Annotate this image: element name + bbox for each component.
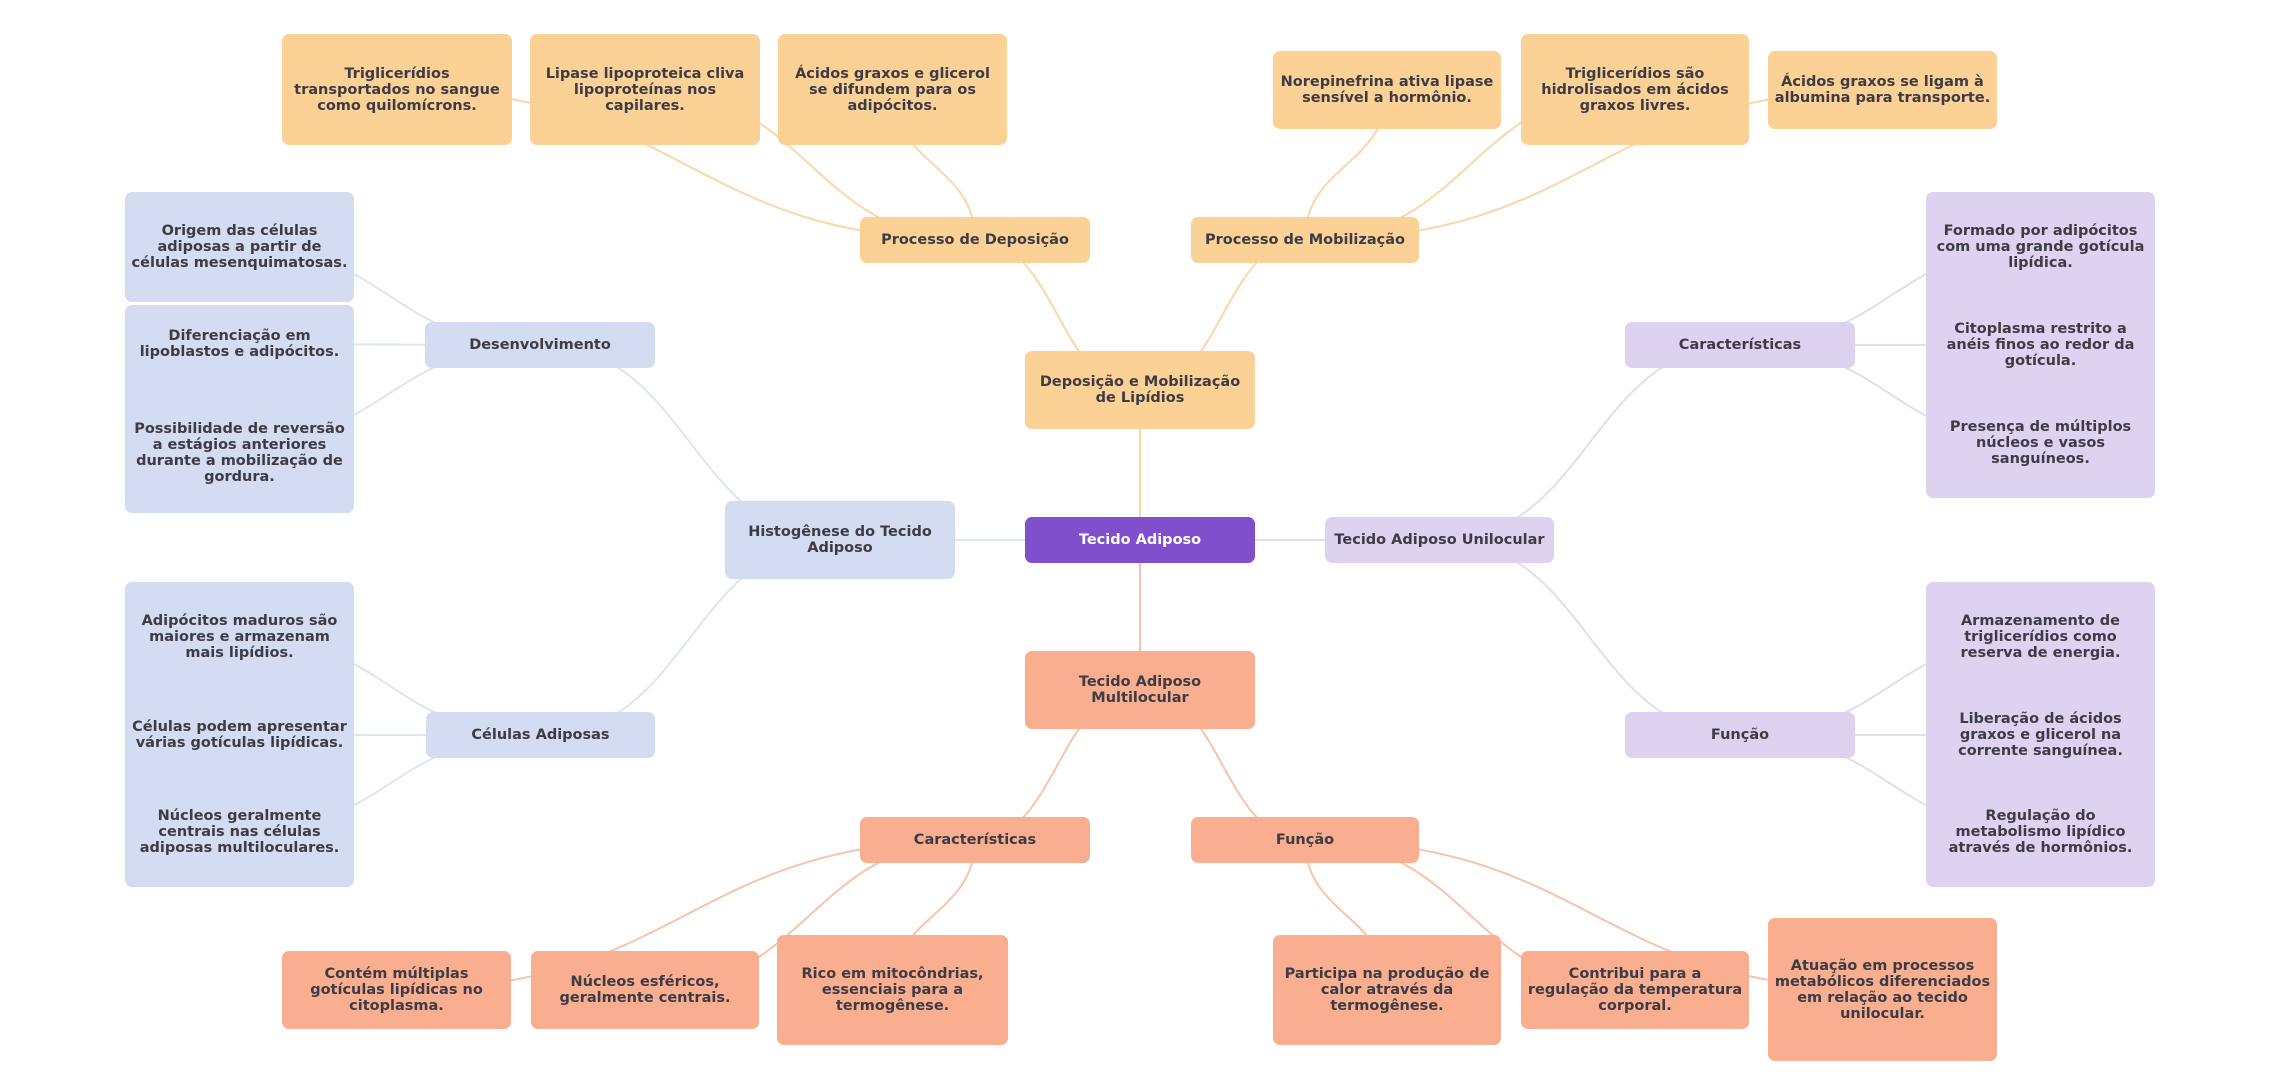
node-label: Ácidos graxos e glicerol se difundem par… xyxy=(795,65,990,114)
node-label: Contém múltiplas gotículas lipídicas no … xyxy=(310,966,483,1014)
node-label: Origem das células adiposas a partir de … xyxy=(131,223,348,271)
node-label: Características xyxy=(1678,337,1802,353)
leaf-node-mobilization-step-3[interactable]: Ácidos graxos se ligam à albumina para t… xyxy=(1768,51,1997,129)
node-label: Diferenciação em lipoblastos e adipócito… xyxy=(139,328,340,360)
leaf-node-multilocular-char-3[interactable]: Rico em mitocôndrias, essenciais para a … xyxy=(777,935,1008,1045)
leaf-node-multilocular-func-1[interactable]: Participa na produção de calor através d… xyxy=(1273,935,1501,1045)
leaf-node-unilocular-char-3[interactable]: Presença de múltiplos núcleos e vasos sa… xyxy=(1926,388,2155,498)
branch-node-histogenese[interactable]: Histogênese do Tecido Adiposo xyxy=(725,501,955,579)
node-label: Características xyxy=(913,832,1037,848)
node-multilocular-funcao[interactable]: Função xyxy=(1191,817,1419,863)
node-label: Adipócitos maduros são maiores e armazen… xyxy=(141,613,338,661)
branch-node-deposicao-mobilizacao[interactable]: Deposição e Mobilização de Lipídios xyxy=(1025,351,1255,429)
node-label: Norepinefrina ativa lipase sensível a ho… xyxy=(1280,74,1494,106)
node-label: Lipase lipoproteica cliva lipoproteínas … xyxy=(545,65,745,114)
leaf-node-cells-1[interactable]: Adipócitos maduros são maiores e armazen… xyxy=(125,582,354,692)
leaf-node-mobilization-step-1[interactable]: Norepinefrina ativa lipase sensível a ho… xyxy=(1273,51,1501,129)
node-celulas-adiposas[interactable]: Células Adiposas xyxy=(426,712,655,758)
node-label: Tecido Adiposo xyxy=(1078,532,1202,548)
node-label: Processo de Deposição xyxy=(881,232,1069,248)
node-label: Função xyxy=(1275,832,1335,848)
node-label: Processo de Mobilização xyxy=(1205,232,1405,248)
node-label: Atuação em processos metabólicos diferen… xyxy=(1774,957,1991,1022)
node-label: Presença de múltiplos núcleos e vasos sa… xyxy=(1949,419,2132,467)
node-label: Citoplasma restrito a anéis finos ao red… xyxy=(1946,321,2135,369)
leaf-node-development-1[interactable]: Origem das células adiposas a partir de … xyxy=(125,192,354,302)
node-label: Desenvolvimento xyxy=(469,337,611,353)
node-desenvolvimento[interactable]: Desenvolvimento xyxy=(425,322,655,368)
node-label: Liberação de ácidos graxos e glicerol na… xyxy=(1958,711,2123,759)
leaf-node-unilocular-char-2[interactable]: Citoplasma restrito a anéis finos ao red… xyxy=(1926,290,2155,400)
root-node-tecido-adiposo[interactable]: Tecido Adiposo xyxy=(1025,517,1255,563)
node-label: Deposição e Mobilização de Lipídios xyxy=(1039,374,1241,406)
node-label: Contribui para a regulação da temperatur… xyxy=(1527,966,1743,1014)
node-label: Participa na produção de calor através d… xyxy=(1284,966,1490,1014)
leaf-node-development-2[interactable]: Diferenciação em lipoblastos e adipócito… xyxy=(125,305,354,383)
branch-node-multilocular[interactable]: Tecido Adiposo Multilocular xyxy=(1025,651,1255,729)
branch-node-unilocular[interactable]: Tecido Adiposo Unilocular xyxy=(1325,517,1554,563)
connector-unilocular-uni_funcao xyxy=(1439,539,1741,736)
node-unilocular-funcao[interactable]: Função xyxy=(1625,712,1855,758)
leaf-node-deposition-step-2[interactable]: Lipase lipoproteica cliva lipoproteínas … xyxy=(530,34,760,145)
node-processo-mobilizacao[interactable]: Processo de Mobilização xyxy=(1191,217,1419,263)
leaf-node-cells-2[interactable]: Células podem apresentar várias gotícula… xyxy=(125,680,354,790)
leaf-node-deposition-step-1[interactable]: Triglicerídios transportados no sangue c… xyxy=(282,34,512,145)
node-label: Possibilidade de reversão a estágios ant… xyxy=(134,420,345,485)
leaf-node-unilocular-func-3[interactable]: Regulação do metabolismo lipídico atravé… xyxy=(1926,777,2155,887)
node-label: Triglicerídios são hidrolisados em ácido… xyxy=(1541,65,1729,114)
node-label: Rico em mitocôndrias, essenciais para a … xyxy=(801,966,984,1014)
node-label: Formado por adipócitos com uma grande go… xyxy=(1936,223,2145,271)
node-label: Histogênese do Tecido Adiposo xyxy=(748,524,932,556)
leaf-node-development-3[interactable]: Possibilidade de reversão a estágios ant… xyxy=(125,370,354,513)
leaf-node-unilocular-func-1[interactable]: Armazenamento de triglicerídios como res… xyxy=(1926,582,2155,692)
node-label: Regulação do metabolismo lipídico atravé… xyxy=(1948,808,2133,856)
node-label: Ácidos graxos se ligam à albumina para t… xyxy=(1774,74,1991,106)
node-label: Função xyxy=(1710,727,1770,743)
node-label: Núcleos esféricos, geralmente centrais. xyxy=(559,974,731,1006)
leaf-node-multilocular-char-2[interactable]: Núcleos esféricos, geralmente centrais. xyxy=(531,951,759,1029)
leaf-node-deposition-step-3[interactable]: Ácidos graxos e glicerol se difundem par… xyxy=(778,34,1007,145)
connector-unilocular-uni_caract xyxy=(1439,344,1741,541)
leaf-node-unilocular-func-2[interactable]: Liberação de ácidos graxos e glicerol na… xyxy=(1926,680,2155,790)
node-processo-deposicao[interactable]: Processo de Deposição xyxy=(860,217,1090,263)
node-unilocular-caracteristicas[interactable]: Características xyxy=(1625,322,1855,368)
node-multilocular-caracteristicas[interactable]: Características xyxy=(860,817,1090,863)
leaf-node-multilocular-char-1[interactable]: Contém múltiplas gotículas lipídicas no … xyxy=(282,951,511,1029)
node-label: Armazenamento de triglicerídios como res… xyxy=(1960,613,2121,661)
node-label: Tecido Adiposo Unilocular xyxy=(1334,532,1545,548)
node-label: Tecido Adiposo Multilocular xyxy=(1078,674,1202,706)
node-label: Triglicerídios transportados no sangue c… xyxy=(294,65,500,114)
leaf-node-cells-3[interactable]: Núcleos geralmente centrais nas células … xyxy=(125,777,354,887)
node-label: Células podem apresentar várias gotícula… xyxy=(132,719,347,751)
leaf-node-multilocular-func-2[interactable]: Contribui para a regulação da temperatur… xyxy=(1521,951,1749,1029)
leaf-node-mobilization-step-2[interactable]: Triglicerídios são hidrolisados em ácido… xyxy=(1521,34,1749,145)
node-label: Núcleos geralmente centrais nas células … xyxy=(139,808,340,856)
leaf-node-multilocular-func-3[interactable]: Atuação em processos metabólicos diferen… xyxy=(1768,918,1997,1061)
node-label: Células Adiposas xyxy=(471,727,610,743)
leaf-node-unilocular-char-1[interactable]: Formado por adipócitos com uma grande go… xyxy=(1926,192,2155,302)
